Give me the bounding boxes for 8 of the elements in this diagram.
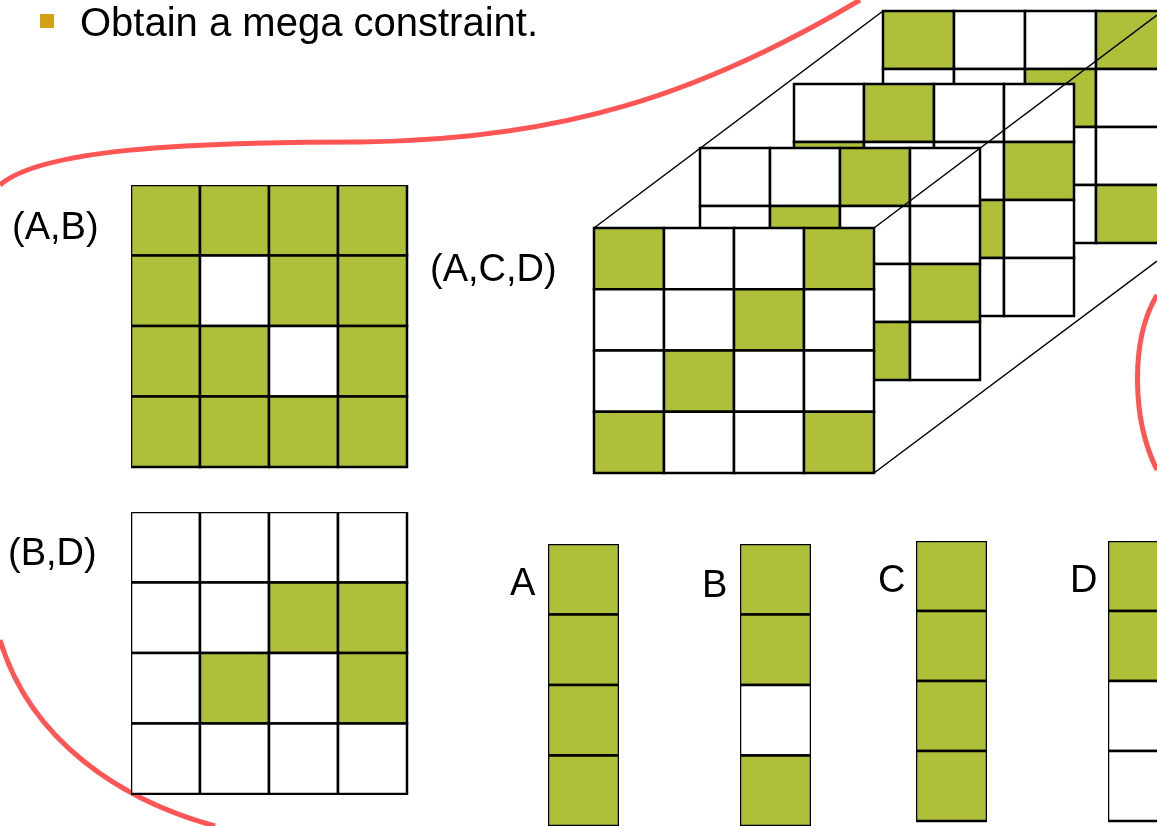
matrix-label: D <box>1070 557 1098 601</box>
matrix-label: A <box>510 560 536 604</box>
matrix-label: (A,C,D) <box>430 246 557 290</box>
matrix-label: C <box>878 557 906 601</box>
matrix-label: B <box>702 562 728 606</box>
matrix-label: (A,B) <box>12 204 99 248</box>
matrix-label: (B,D) <box>8 530 97 574</box>
bullet-text: Obtain a mega constraint. <box>80 0 539 44</box>
